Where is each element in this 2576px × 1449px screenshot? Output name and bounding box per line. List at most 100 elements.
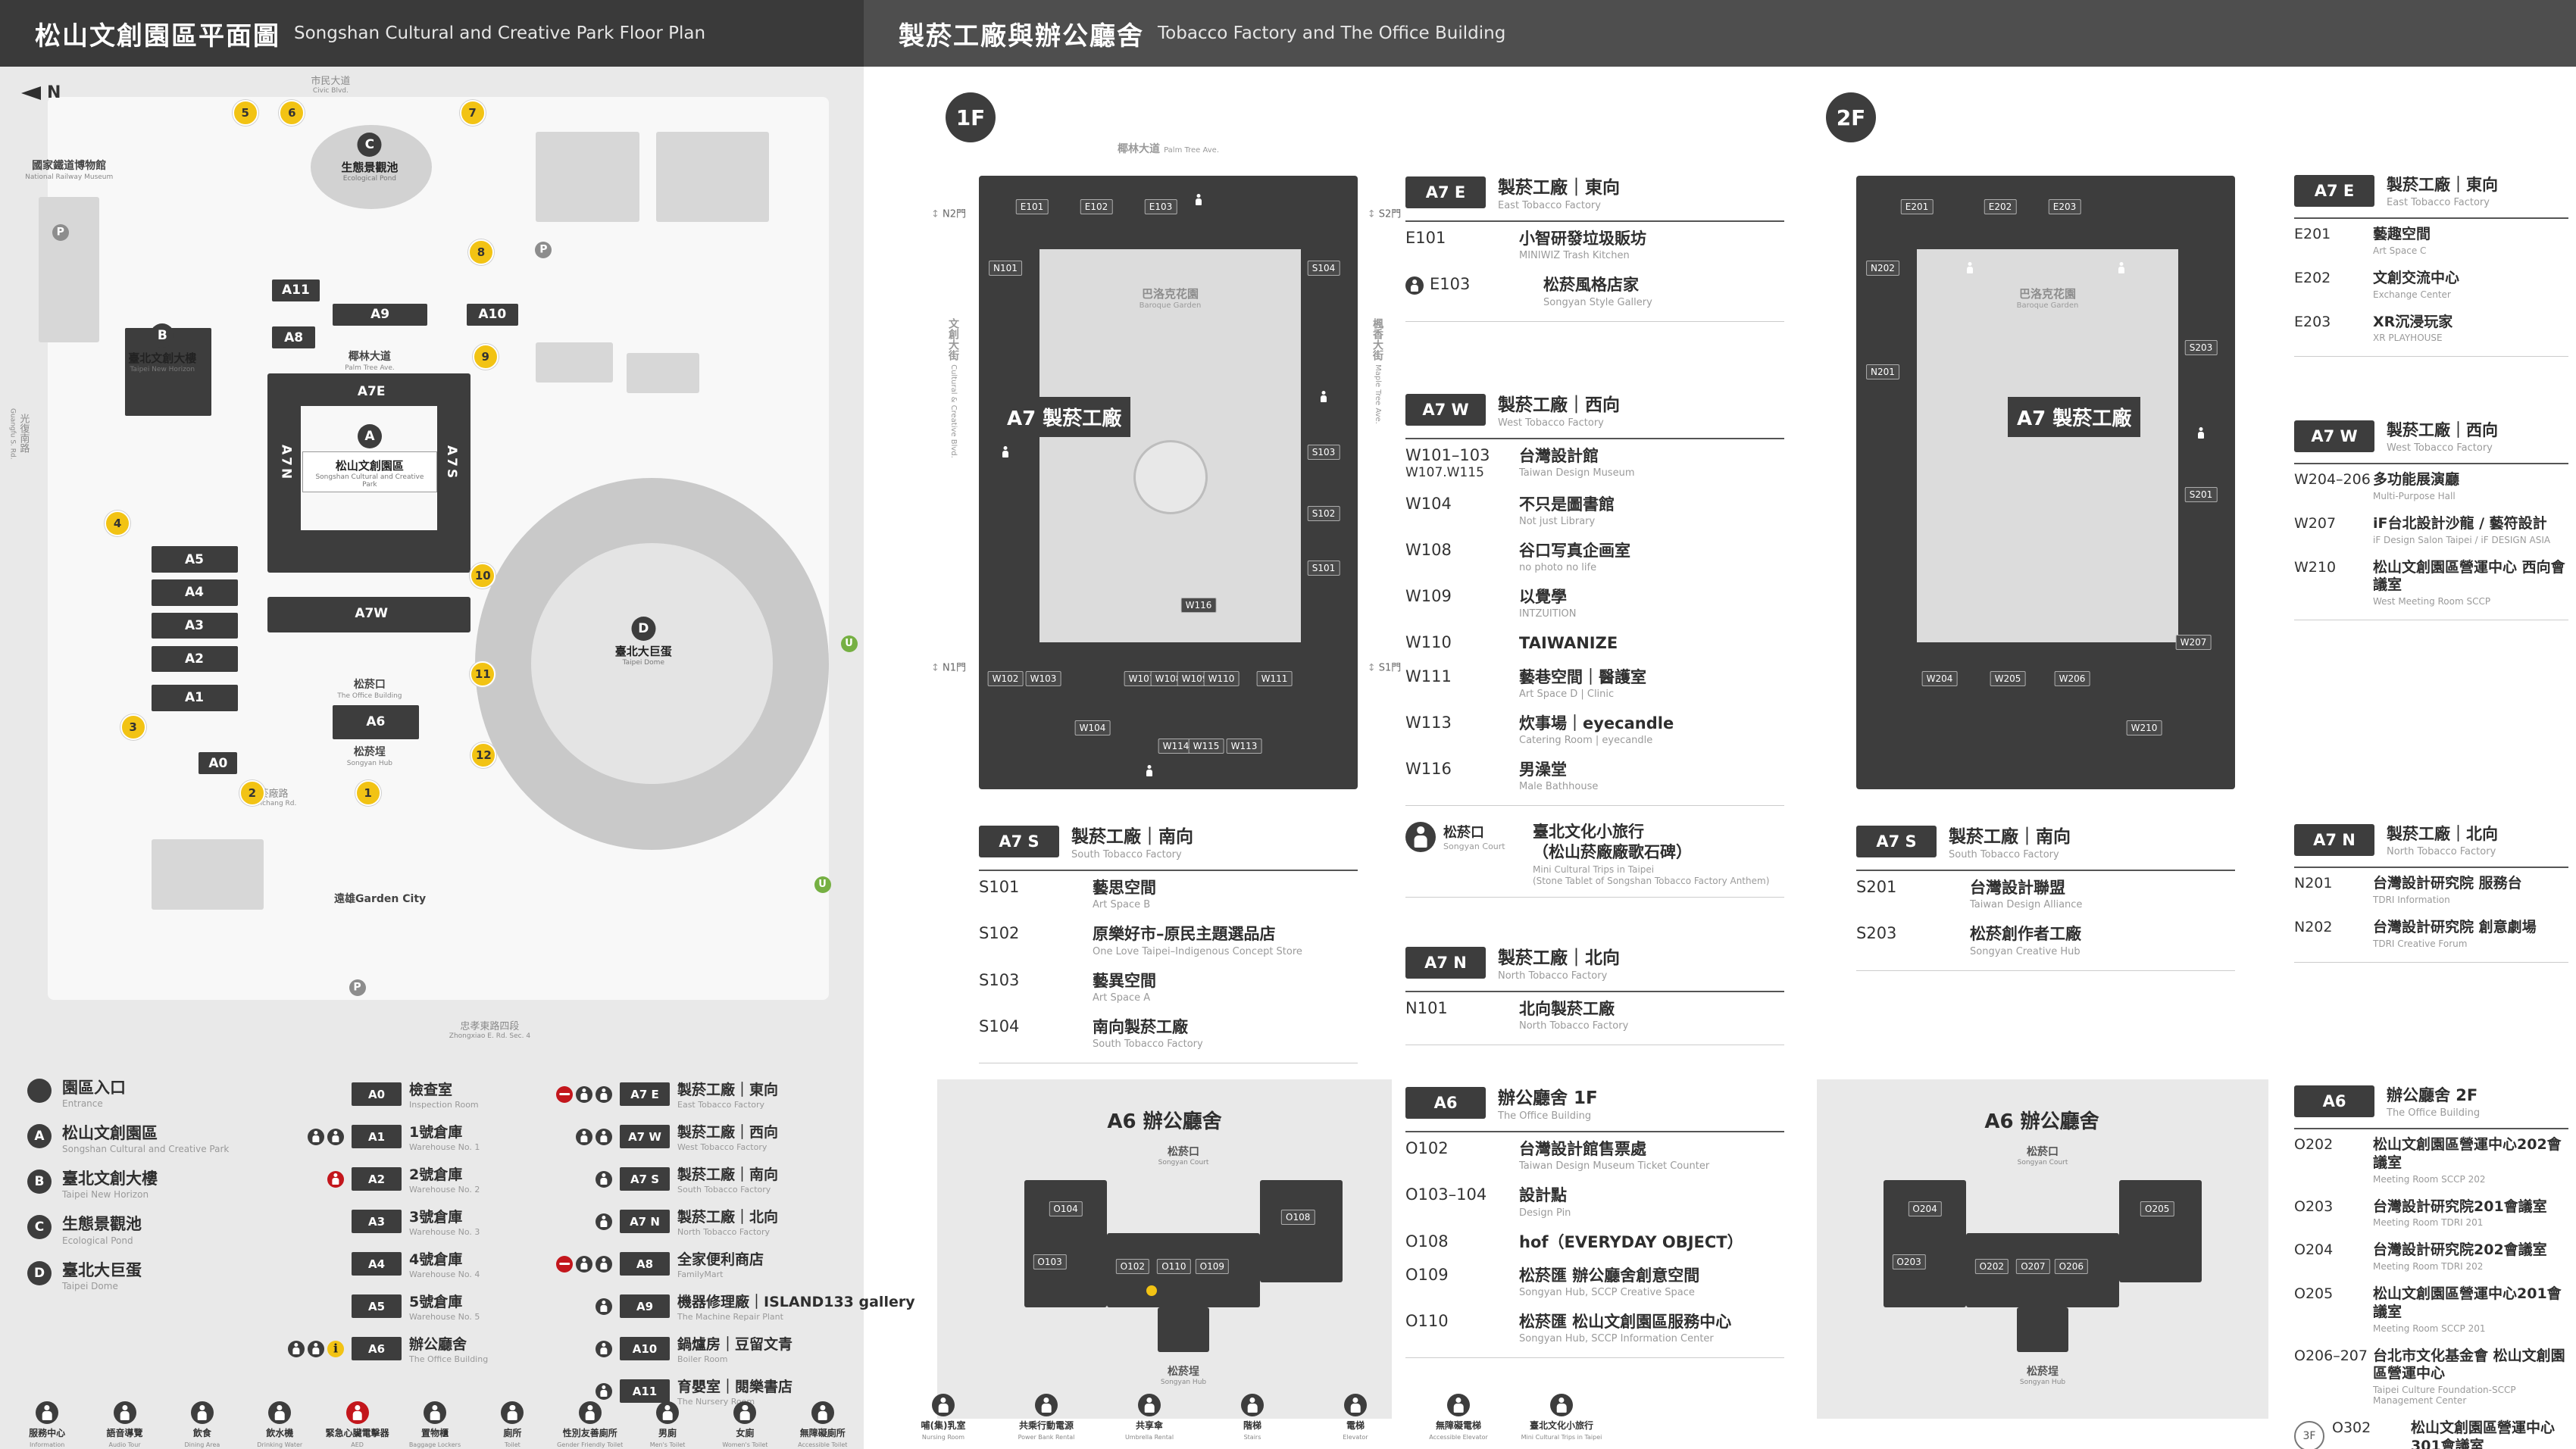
section-titles: 製菸工廠｜西向 West Tobacco Factory bbox=[1498, 390, 1620, 429]
amenity-zh: 無障礙廁所 bbox=[799, 1428, 846, 1438]
map-building-label: A5 bbox=[151, 546, 238, 573]
neighbor-block-1 bbox=[535, 132, 639, 223]
room-zh: 原樂好市–原民主題選品店 bbox=[1093, 925, 1276, 944]
floor-2f-label: 2F bbox=[1836, 105, 1866, 130]
toilet-icon bbox=[2195, 427, 2207, 439]
amenity-strip-left: 服務中心 Information 語音導覽 Audio Tour 飲食 Dini… bbox=[11, 1401, 859, 1448]
map-building-label: A8 bbox=[272, 326, 316, 349]
street-cultural-blvd: 文創大街 Cultural & Creative Blvd. bbox=[946, 318, 961, 458]
entrance-number: 11 bbox=[474, 667, 491, 681]
caption-en: Palm Tree Ave. bbox=[345, 364, 395, 372]
amenity-zh: 服務中心 bbox=[29, 1428, 66, 1438]
room-en: Songyan Hub, SCCP Creative Space bbox=[1519, 1287, 1695, 1298]
legend-row-icons bbox=[549, 1255, 612, 1273]
court-zh: 松菸口 bbox=[1443, 825, 1484, 841]
room-code: O109 bbox=[1405, 1266, 1519, 1285]
room-en: Design Pin bbox=[1519, 1207, 1571, 1219]
legend-badge: A1 bbox=[352, 1125, 402, 1148]
plan-room-label: O108 bbox=[1281, 1209, 1315, 1225]
marker-label: 臺北大巨蛋 Taipei Dome bbox=[615, 643, 672, 667]
room-en: TDRI Information bbox=[2373, 894, 2450, 905]
entrance-marker: 1 bbox=[355, 780, 381, 807]
entrance-marker: 5 bbox=[232, 99, 258, 126]
powerbank-icon bbox=[1035, 1394, 1058, 1416]
songyan-court-note: 松菸口 Songyan Court 臺北文化小旅行 （松山菸廠廠歌石碑） Min… bbox=[1405, 822, 1784, 898]
room-zh: 谷口写真企画室 bbox=[1519, 541, 1630, 560]
toilet-icon bbox=[327, 1128, 344, 1145]
room-code: N202 bbox=[2294, 919, 2373, 936]
legend-en: Inspection Room bbox=[409, 1100, 479, 1110]
room-en: Art Space A bbox=[1093, 992, 1151, 1004]
gate-label: S1門 bbox=[1368, 660, 1402, 674]
caption-zh: 椰林大道 bbox=[348, 350, 391, 363]
legend-zh: 3號倉庫 bbox=[409, 1209, 463, 1226]
plan-room-label: O109 bbox=[1195, 1258, 1229, 1274]
street-label: 光復南路 Guangfu S. Rd. bbox=[8, 408, 30, 460]
room-row: O108 hof（EVERYDAY OBJECT） bbox=[1405, 1226, 1784, 1259]
legend-zh: 鍋爐房｜豆留文青 bbox=[677, 1336, 793, 1353]
section-zh: 製菸工廠｜西向 bbox=[2387, 421, 2498, 439]
room-en: North Tobacco Factory bbox=[1519, 1020, 1629, 1032]
map-building-label: A7N bbox=[273, 423, 299, 503]
section-head: A7 W 製菸工廠｜西向 West Tobacco Factory bbox=[1405, 390, 1784, 439]
legend-marker: D bbox=[27, 1260, 52, 1285]
marker-zh: 臺北文創大樓 bbox=[128, 351, 197, 366]
room-zh: 台灣設計研究院202會議室 bbox=[2373, 1241, 2547, 1259]
court-content: 臺北文化小旅行 （松山菸廠廠歌石碑） Mini Cultural Trips i… bbox=[1533, 822, 1769, 886]
map-building-label: A10 bbox=[466, 303, 518, 326]
legend-building-text: 製菸工廠｜東向 East Tobacco Factory bbox=[677, 1079, 778, 1110]
plan-room-label: N201 bbox=[1866, 364, 1899, 380]
room-code-text: E202 bbox=[2294, 269, 2331, 286]
room-code: W207 bbox=[2294, 515, 2373, 532]
amenity-zh: 女廁 bbox=[736, 1428, 755, 1438]
caption-zh: 遠雄Garden City bbox=[334, 893, 427, 906]
plan-room-label: W113 bbox=[1226, 739, 1262, 754]
room-zh: 松山文創園區營運中心 西向會議室 bbox=[2373, 558, 2565, 594]
street-zh: 光復南路 bbox=[17, 414, 30, 454]
building-code: A5 bbox=[185, 551, 204, 567]
legend-building-row: A5 5號倉庫 Warehouse No. 5 bbox=[297, 1291, 539, 1322]
legend-building-text: 製菸工廠｜南向 South Tobacco Factory bbox=[677, 1163, 778, 1194]
marker-en: Ecological Pond bbox=[342, 175, 397, 183]
parking-icon bbox=[52, 223, 69, 241]
room-code: O206–207 bbox=[2294, 1348, 2373, 1365]
building-code: A11 bbox=[282, 283, 310, 298]
plan-title-1f: A7 製菸工廠 bbox=[998, 396, 1131, 437]
youbike-icon bbox=[840, 635, 858, 652]
room-code: O204 bbox=[2294, 1241, 2373, 1259]
section-en: East Tobacco Factory bbox=[2387, 197, 2490, 208]
room-zh: 炊事場｜eyecandle bbox=[1519, 714, 1674, 732]
plan-room-label: O205 bbox=[2140, 1201, 2174, 1216]
accessible-icon bbox=[596, 1255, 612, 1273]
court-title: 松菸口 Songyan Court bbox=[1443, 822, 1505, 851]
plan-room-label: S201 bbox=[2184, 487, 2218, 503]
room-zh: 藝趣空間 bbox=[2373, 226, 2431, 242]
room-zh: 台灣設計研究院201會議室 bbox=[2373, 1198, 2547, 1215]
plan-room-label: O204 bbox=[1908, 1201, 1942, 1216]
plan-room-label: S203 bbox=[2184, 339, 2218, 355]
section-titles: 製菸工廠｜北向 North Tobacco Factory bbox=[1498, 943, 1620, 982]
caption-zh: 國家鐵道博物館 bbox=[32, 159, 107, 172]
legend-zh: 全家便利商店 bbox=[677, 1251, 764, 1268]
legend-badge: A5 bbox=[352, 1294, 402, 1318]
room-zh: hof（EVERYDAY OBJECT） bbox=[1519, 1232, 1743, 1251]
room-code: E103 bbox=[1430, 275, 1543, 294]
toilet-icon bbox=[2115, 262, 2127, 274]
street-en: Guangfu S. Rd. bbox=[8, 408, 17, 460]
street-label: 菸廠路 Yanchang Rd. bbox=[251, 785, 297, 807]
room-zh: 松菸創作者工廠 bbox=[1970, 925, 2081, 944]
info-icon bbox=[1146, 1285, 1157, 1296]
marker-label: 臺北文創大樓 Taipei New Horizon bbox=[128, 350, 196, 373]
